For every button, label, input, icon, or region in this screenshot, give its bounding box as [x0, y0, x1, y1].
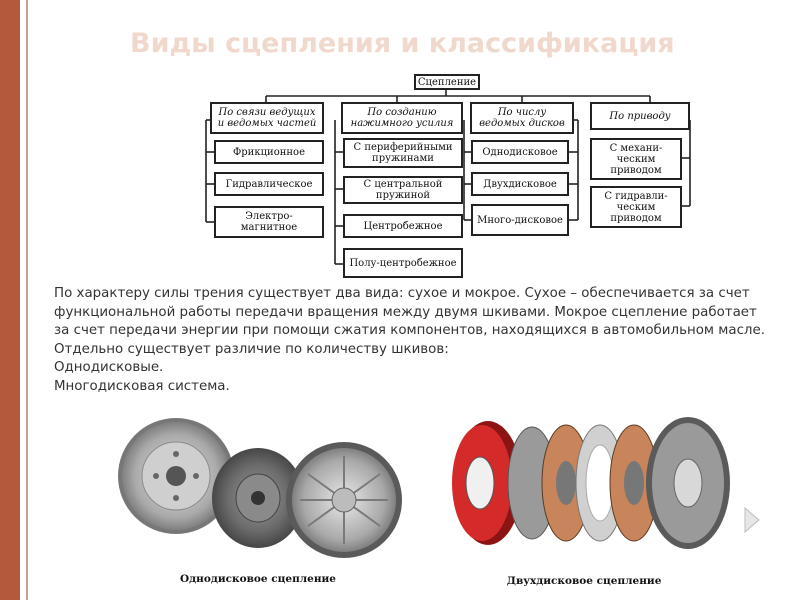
twin-disc-caption: Двухдисковое сцепление [506, 575, 662, 587]
category-header-connection: По связи ведущих и ведомых частей [210, 102, 324, 134]
item-hydraulic-drive: С гидравли-ческим приводом [590, 186, 682, 228]
slide-accent-line [26, 0, 28, 600]
single-disc-caption: Однодисковое сцепление [180, 573, 336, 585]
item-central-spring: С центральной пружиной [343, 176, 463, 204]
item-centrifugal: Центробежное [343, 214, 463, 238]
item-electromagnetic: Электро-магнитное [214, 206, 324, 238]
body-paragraph-friction: По характеру силы трения существует два … [54, 286, 765, 338]
item-double-disc: Двухдисковое [471, 172, 569, 196]
item-friction: Фрикционное [214, 140, 324, 164]
category-header-force: По созданию нажимного усилия [341, 102, 463, 134]
item-multi-disc: Много-дисковое [471, 204, 569, 236]
item-semi-centrifugal: Полу-центробежное [343, 248, 463, 278]
twin-disc-clutch-illustration [452, 417, 730, 549]
item-hydraulic: Гидравлическое [214, 172, 324, 196]
item-peripheral-springs: С периферийными пружинами [343, 138, 463, 168]
body-paragraph-pulleys: Отдельно существует различие по количест… [54, 341, 449, 357]
item-mechanical-drive: С механи-ческим приводом [590, 138, 682, 180]
category-header-drive: По приводу [590, 102, 690, 130]
category-header-discs: По числу ведомых дисков [470, 102, 574, 134]
single-disc-clutch-photo: Однодисковое сцепление [108, 408, 408, 593]
clutch-classification-diagram: Сцепление По связи ведущих и ведомых час… [192, 72, 698, 282]
twin-disc-clutch-photo: Двухдисковое сцепление [420, 403, 748, 595]
item-single-disc: Однодисковое [471, 140, 569, 164]
slide-accent-bar [0, 0, 20, 600]
body-list-item-single: Однодисковые. [54, 360, 164, 375]
diagram-root-box: Сцепление [414, 74, 480, 90]
slide-title: Виды сцепления и классификация [130, 28, 675, 59]
next-slide-arrow-icon[interactable] [742, 506, 762, 534]
single-disc-clutch-illustration [118, 418, 402, 558]
diagram-connectors [205, 90, 691, 265]
body-text: По характеру силы трения существует два … [54, 285, 774, 396]
body-list-item-multi: Многодисковая система. [54, 378, 230, 394]
